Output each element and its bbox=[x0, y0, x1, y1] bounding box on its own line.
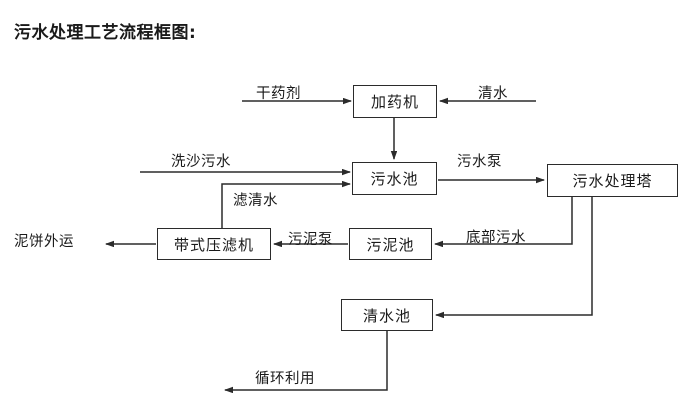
node-wastewater-pool[interactable]: 污水池 bbox=[352, 162, 437, 195]
node-label: 污水处理塔 bbox=[572, 172, 653, 190]
node-belt-filter-press[interactable]: 带式压滤机 bbox=[157, 228, 271, 260]
edge-label-bottom-sewage: 底部污水 bbox=[466, 230, 526, 246]
node-label: 污泥池 bbox=[366, 235, 415, 254]
edge-label-dry-chemical: 干药剂 bbox=[256, 86, 301, 102]
node-label: 污水池 bbox=[370, 170, 419, 188]
edge-label-sludge-pump: 污泥泵 bbox=[288, 232, 333, 248]
edge-tower-to-clear-water-pool bbox=[435, 197, 593, 319]
edge-filtered-water-to-wastewater-pool bbox=[221, 180, 351, 228]
node-clear-water-pool[interactable]: 清水池 bbox=[341, 299, 433, 331]
node-label: 带式压滤机 bbox=[173, 235, 254, 254]
edge-clear-water-pool-to-recycle bbox=[224, 331, 388, 394]
page-title: 污水处理工艺流程框图: bbox=[14, 23, 197, 43]
node-label: 清水池 bbox=[362, 306, 411, 325]
edge-label-filtered-water: 滤清水 bbox=[233, 193, 278, 209]
node-label: 加药机 bbox=[370, 93, 419, 111]
edge-label-sewage-pump: 污水泵 bbox=[457, 154, 502, 170]
edge-label-sand-wash-sewage: 洗沙污水 bbox=[171, 154, 231, 170]
node-treatment-tower[interactable]: 污水处理塔 bbox=[547, 164, 678, 197]
node-dosing-machine[interactable]: 加药机 bbox=[353, 85, 437, 118]
edge-label-mud-cake-out: 泥饼外运 bbox=[14, 234, 74, 250]
edge-tower-to-sludge-pool bbox=[434, 197, 573, 248]
edge-label-clean-water: 清水 bbox=[478, 86, 508, 102]
node-sludge-pool[interactable]: 污泥池 bbox=[349, 228, 432, 260]
edge-label-recycle-reuse: 循环利用 bbox=[255, 371, 315, 387]
